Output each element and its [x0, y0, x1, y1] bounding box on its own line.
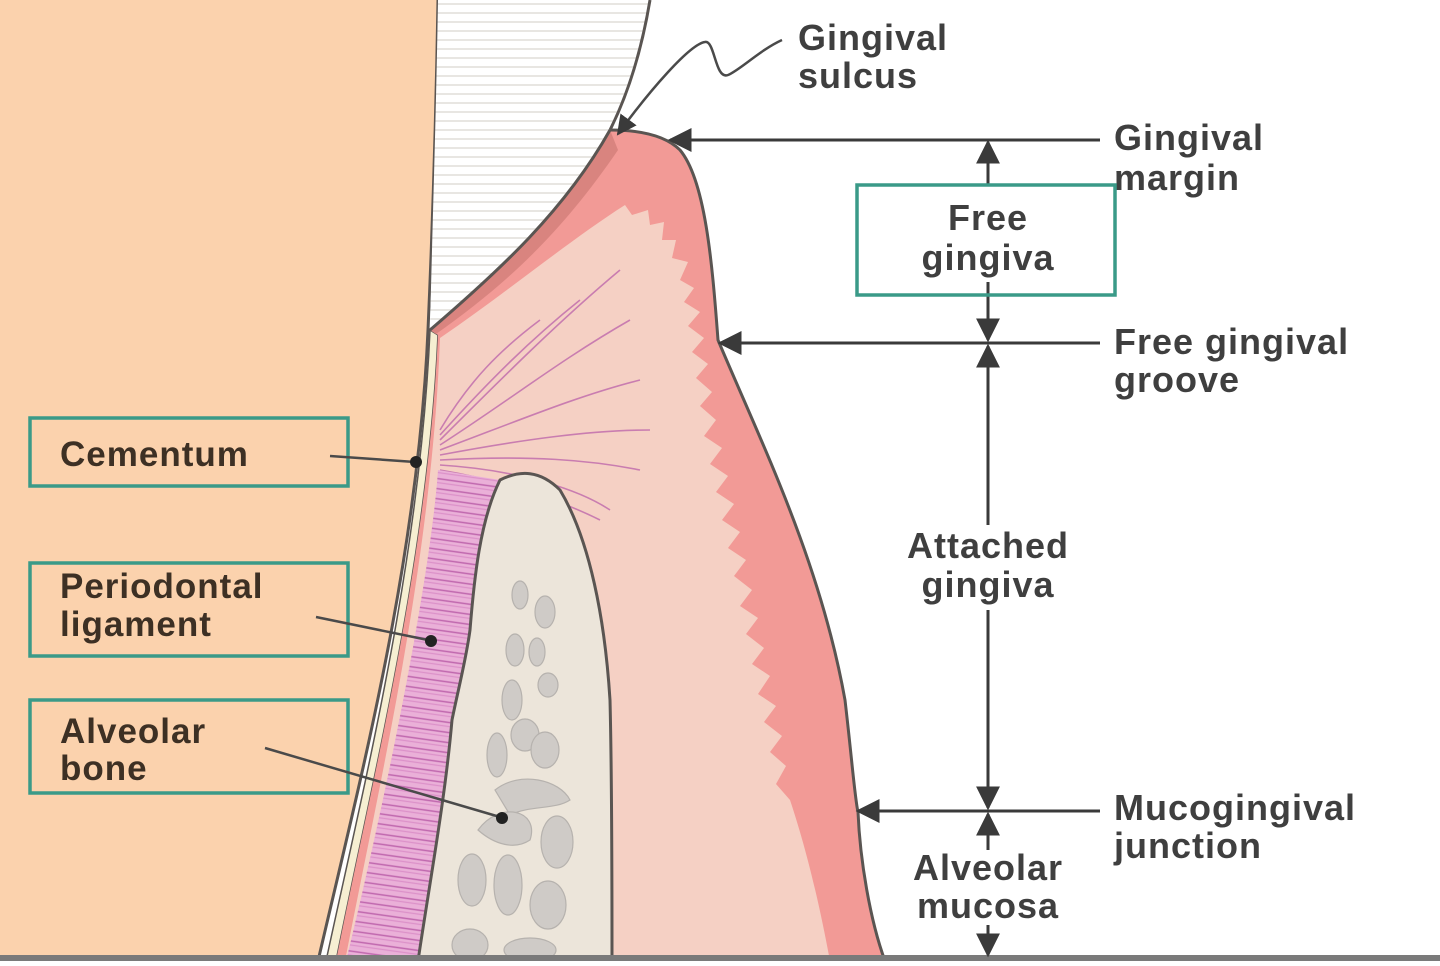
label-cementum: Cementum	[28, 416, 422, 488]
label-free-gingiva: Free gingiva	[855, 139, 1117, 343]
free-gingival-groove-text-line2: groove	[1114, 359, 1240, 400]
gingival-margin-text-line1: Gingival	[1114, 117, 1264, 158]
alveolar-mucosa-text-line2: mucosa	[917, 885, 1059, 926]
tooth-root	[0, 0, 440, 962]
cementum-box	[28, 416, 350, 488]
alveolar-mucosa-text-line1: Alveolar	[913, 847, 1063, 888]
alveolar-bone-leader-line	[264, 746, 501, 819]
cementum-pointer-dot	[410, 456, 422, 468]
alveolar-bone	[416, 471, 614, 963]
mucogingival-junction-text-line1: Mucogingival	[1114, 787, 1356, 828]
label-mucogingival-junction: Mucogingival junction	[855, 787, 1356, 866]
sulcular-epithelium	[429, 129, 618, 334]
free-gingiva-box	[855, 183, 1117, 297]
free-gingiva-text-line2: gingiva	[921, 237, 1054, 278]
gingival-sulcus-text-line1: Gingival	[798, 17, 948, 58]
enamel	[430, 0, 652, 330]
free-gingival-groove-text-line1: Free gingival	[1114, 321, 1349, 362]
label-attached-gingiva: Attached gingiva	[907, 343, 1069, 811]
gingival-sulcus-text-line2: sulcus	[798, 55, 918, 96]
periodontal-ligament-pointer-dot	[425, 635, 437, 647]
cementum-leader-line	[329, 454, 416, 464]
periodontal-ligament-text-line2: ligament	[60, 605, 212, 644]
gingival-margin-text-line2: margin	[1114, 157, 1240, 198]
cementum-text: Cementum	[60, 435, 249, 474]
label-gingival-margin: Gingival margin	[667, 117, 1264, 198]
periodontal-ligament-text-line1: Periodontal	[60, 567, 264, 606]
free-gingiva-text-line1: Free	[948, 197, 1028, 238]
label-periodontal-ligament: Periodontal ligament	[28, 561, 437, 658]
label-gingival-sulcus: Gingival sulcus	[616, 17, 948, 136]
alveolar-bone-text-line2: bone	[60, 749, 148, 788]
periodontal-ligament-leader-line	[315, 615, 429, 642]
mucogingival-junction-text-line2: junction	[1113, 825, 1262, 866]
alveolar-bone-pointer-dot	[496, 812, 508, 824]
attached-gingiva-text-line2: gingiva	[921, 564, 1054, 605]
alveolar-bone-text-line1: Alveolar	[60, 712, 206, 751]
attached-gingiva-text-line1: Attached	[907, 525, 1069, 566]
alveolar-bone-box	[28, 698, 350, 795]
gingival-sulcus-arrow	[616, 38, 783, 136]
label-alveolar-bone: Alveolar bone	[28, 698, 508, 824]
periodontal-ligament	[346, 470, 500, 961]
bottom-border	[0, 955, 1440, 961]
label-alveolar-mucosa: Alveolar mucosa	[913, 811, 1063, 958]
periodontal-ligament-box	[28, 561, 350, 658]
label-free-gingival-groove: Free gingival groove	[717, 321, 1349, 400]
